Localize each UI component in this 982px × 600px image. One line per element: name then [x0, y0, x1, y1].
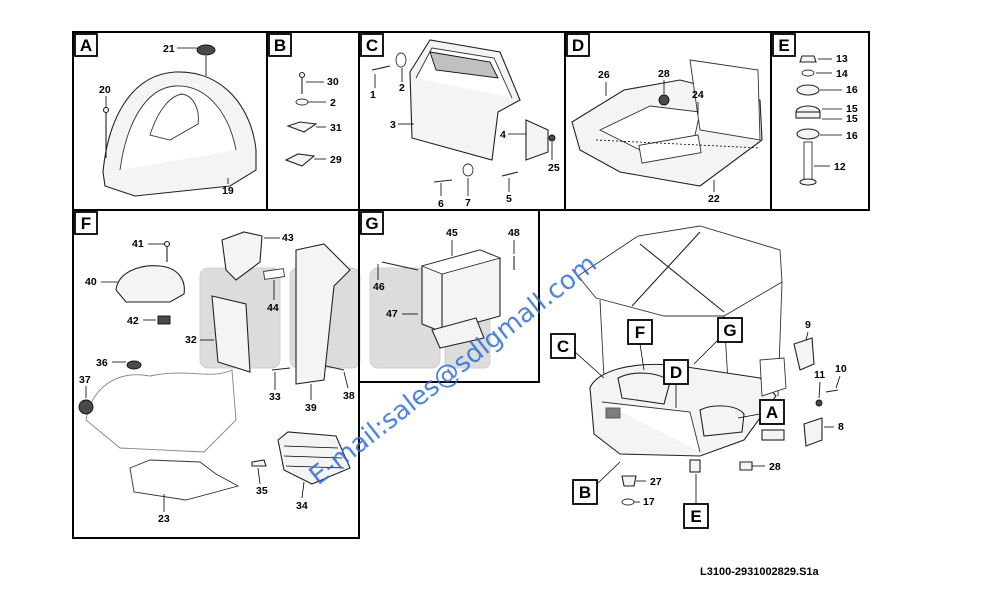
part-label-16b: 16 — [846, 130, 858, 142]
cab-overview — [577, 225, 839, 506]
panel-b-frame — [266, 31, 360, 211]
part-label-5: 5 — [506, 193, 512, 205]
part-label-40: 40 — [85, 276, 97, 288]
part-label-43: 43 — [282, 232, 294, 244]
callout-d: D — [663, 359, 689, 408]
svg-text:D: D — [572, 36, 584, 55]
part-label-6: 6 — [438, 198, 444, 210]
part-label-47: 47 — [386, 308, 398, 320]
svg-text:E: E — [778, 36, 789, 55]
panel-g-tag: G — [360, 211, 384, 235]
part-label-34: 34 — [296, 500, 308, 512]
part-label-32: 32 — [185, 334, 197, 346]
svg-text:F: F — [81, 214, 91, 233]
callout-c: C — [550, 333, 605, 379]
panel-b-drawing — [284, 71, 318, 167]
part-label-4: 4 — [500, 129, 506, 141]
panel-a-tag: A — [74, 33, 98, 57]
svg-text:C: C — [366, 36, 378, 55]
part-label-36: 36 — [96, 357, 108, 369]
svg-text:C: C — [557, 337, 569, 356]
svg-text:G: G — [365, 214, 378, 233]
part-label-1: 1 — [370, 89, 376, 101]
panel-e-tag: E — [772, 33, 796, 57]
part-label-20: 20 — [99, 84, 111, 96]
callout-f: F — [627, 319, 653, 371]
part-label-48: 48 — [508, 227, 520, 239]
svg-text:B: B — [579, 483, 591, 502]
panel-d-tag: D — [566, 33, 590, 57]
callout-e: E — [683, 474, 709, 529]
panel-b-tag: B — [268, 33, 292, 57]
part-label-2c: 2 — [399, 82, 405, 94]
panel-f-tag: F — [74, 211, 98, 235]
part-label-27: 27 — [650, 476, 662, 488]
part-label-28b: 28 — [769, 461, 781, 473]
part-label-29: 29 — [330, 154, 342, 166]
part-label-46: 46 — [373, 281, 385, 293]
part-label-41: 41 — [132, 238, 144, 250]
part-label-33: 33 — [269, 391, 281, 403]
part-label-26: 26 — [598, 69, 610, 81]
part-label-10: 10 — [835, 363, 847, 375]
part-label-38: 38 — [343, 390, 355, 402]
callout-b: B — [572, 461, 621, 505]
part-label-17: 17 — [643, 496, 655, 508]
part-label-13: 13 — [836, 53, 848, 65]
part-label-22: 22 — [708, 193, 720, 205]
part-label-35: 35 — [256, 485, 268, 497]
panel-e-drawing — [795, 55, 821, 186]
svg-text:A: A — [766, 403, 778, 422]
panel-a-drawing — [102, 44, 257, 197]
callout-g: G — [693, 317, 743, 365]
panel-g-drawing — [381, 249, 515, 349]
part-label-7: 7 — [465, 197, 471, 209]
part-label-21: 21 — [163, 43, 175, 55]
part-label-9: 9 — [805, 319, 811, 331]
panel-e-frame — [770, 31, 870, 211]
svg-text:E: E — [690, 507, 701, 526]
svg-text:F: F — [635, 323, 645, 342]
part-label-14: 14 — [836, 68, 848, 80]
panel-g-frame — [358, 209, 540, 383]
part-label-2: 2 — [330, 97, 336, 109]
part-label-39: 39 — [305, 402, 317, 414]
part-label-11: 11 — [814, 369, 825, 381]
svg-text:D: D — [670, 363, 682, 382]
svg-text:B: B — [274, 36, 286, 55]
part-label-19: 19 — [222, 185, 234, 197]
part-label-23: 23 — [158, 513, 170, 525]
part-label-30: 30 — [327, 76, 339, 88]
svg-text:G: G — [723, 321, 736, 340]
part-label-12: 12 — [834, 161, 846, 173]
panel-c-tag: C — [360, 33, 384, 57]
part-label-16a: 16 — [846, 84, 858, 96]
part-label-15b: 15 — [846, 113, 858, 125]
part-label-3: 3 — [390, 119, 396, 131]
part-label-25: 25 — [548, 162, 560, 174]
panel-f-drawing — [78, 231, 351, 501]
part-label-42: 42 — [127, 315, 139, 327]
part-label-8: 8 — [838, 421, 844, 433]
part-label-24: 24 — [692, 89, 704, 101]
part-label-15a: 15 — [846, 103, 858, 115]
part-label-37: 37 — [79, 374, 91, 386]
part-label-28: 28 — [658, 68, 670, 80]
callout-a: A — [737, 399, 785, 425]
panel-c-drawing — [371, 39, 556, 183]
svg-text:A: A — [80, 36, 92, 55]
part-label-44: 44 — [267, 302, 279, 314]
document-reference: L3100-2931002829.S1a — [700, 566, 820, 578]
part-label-31: 31 — [330, 122, 342, 134]
part-label-45: 45 — [446, 227, 458, 239]
panel-d-drawing — [571, 59, 763, 187]
